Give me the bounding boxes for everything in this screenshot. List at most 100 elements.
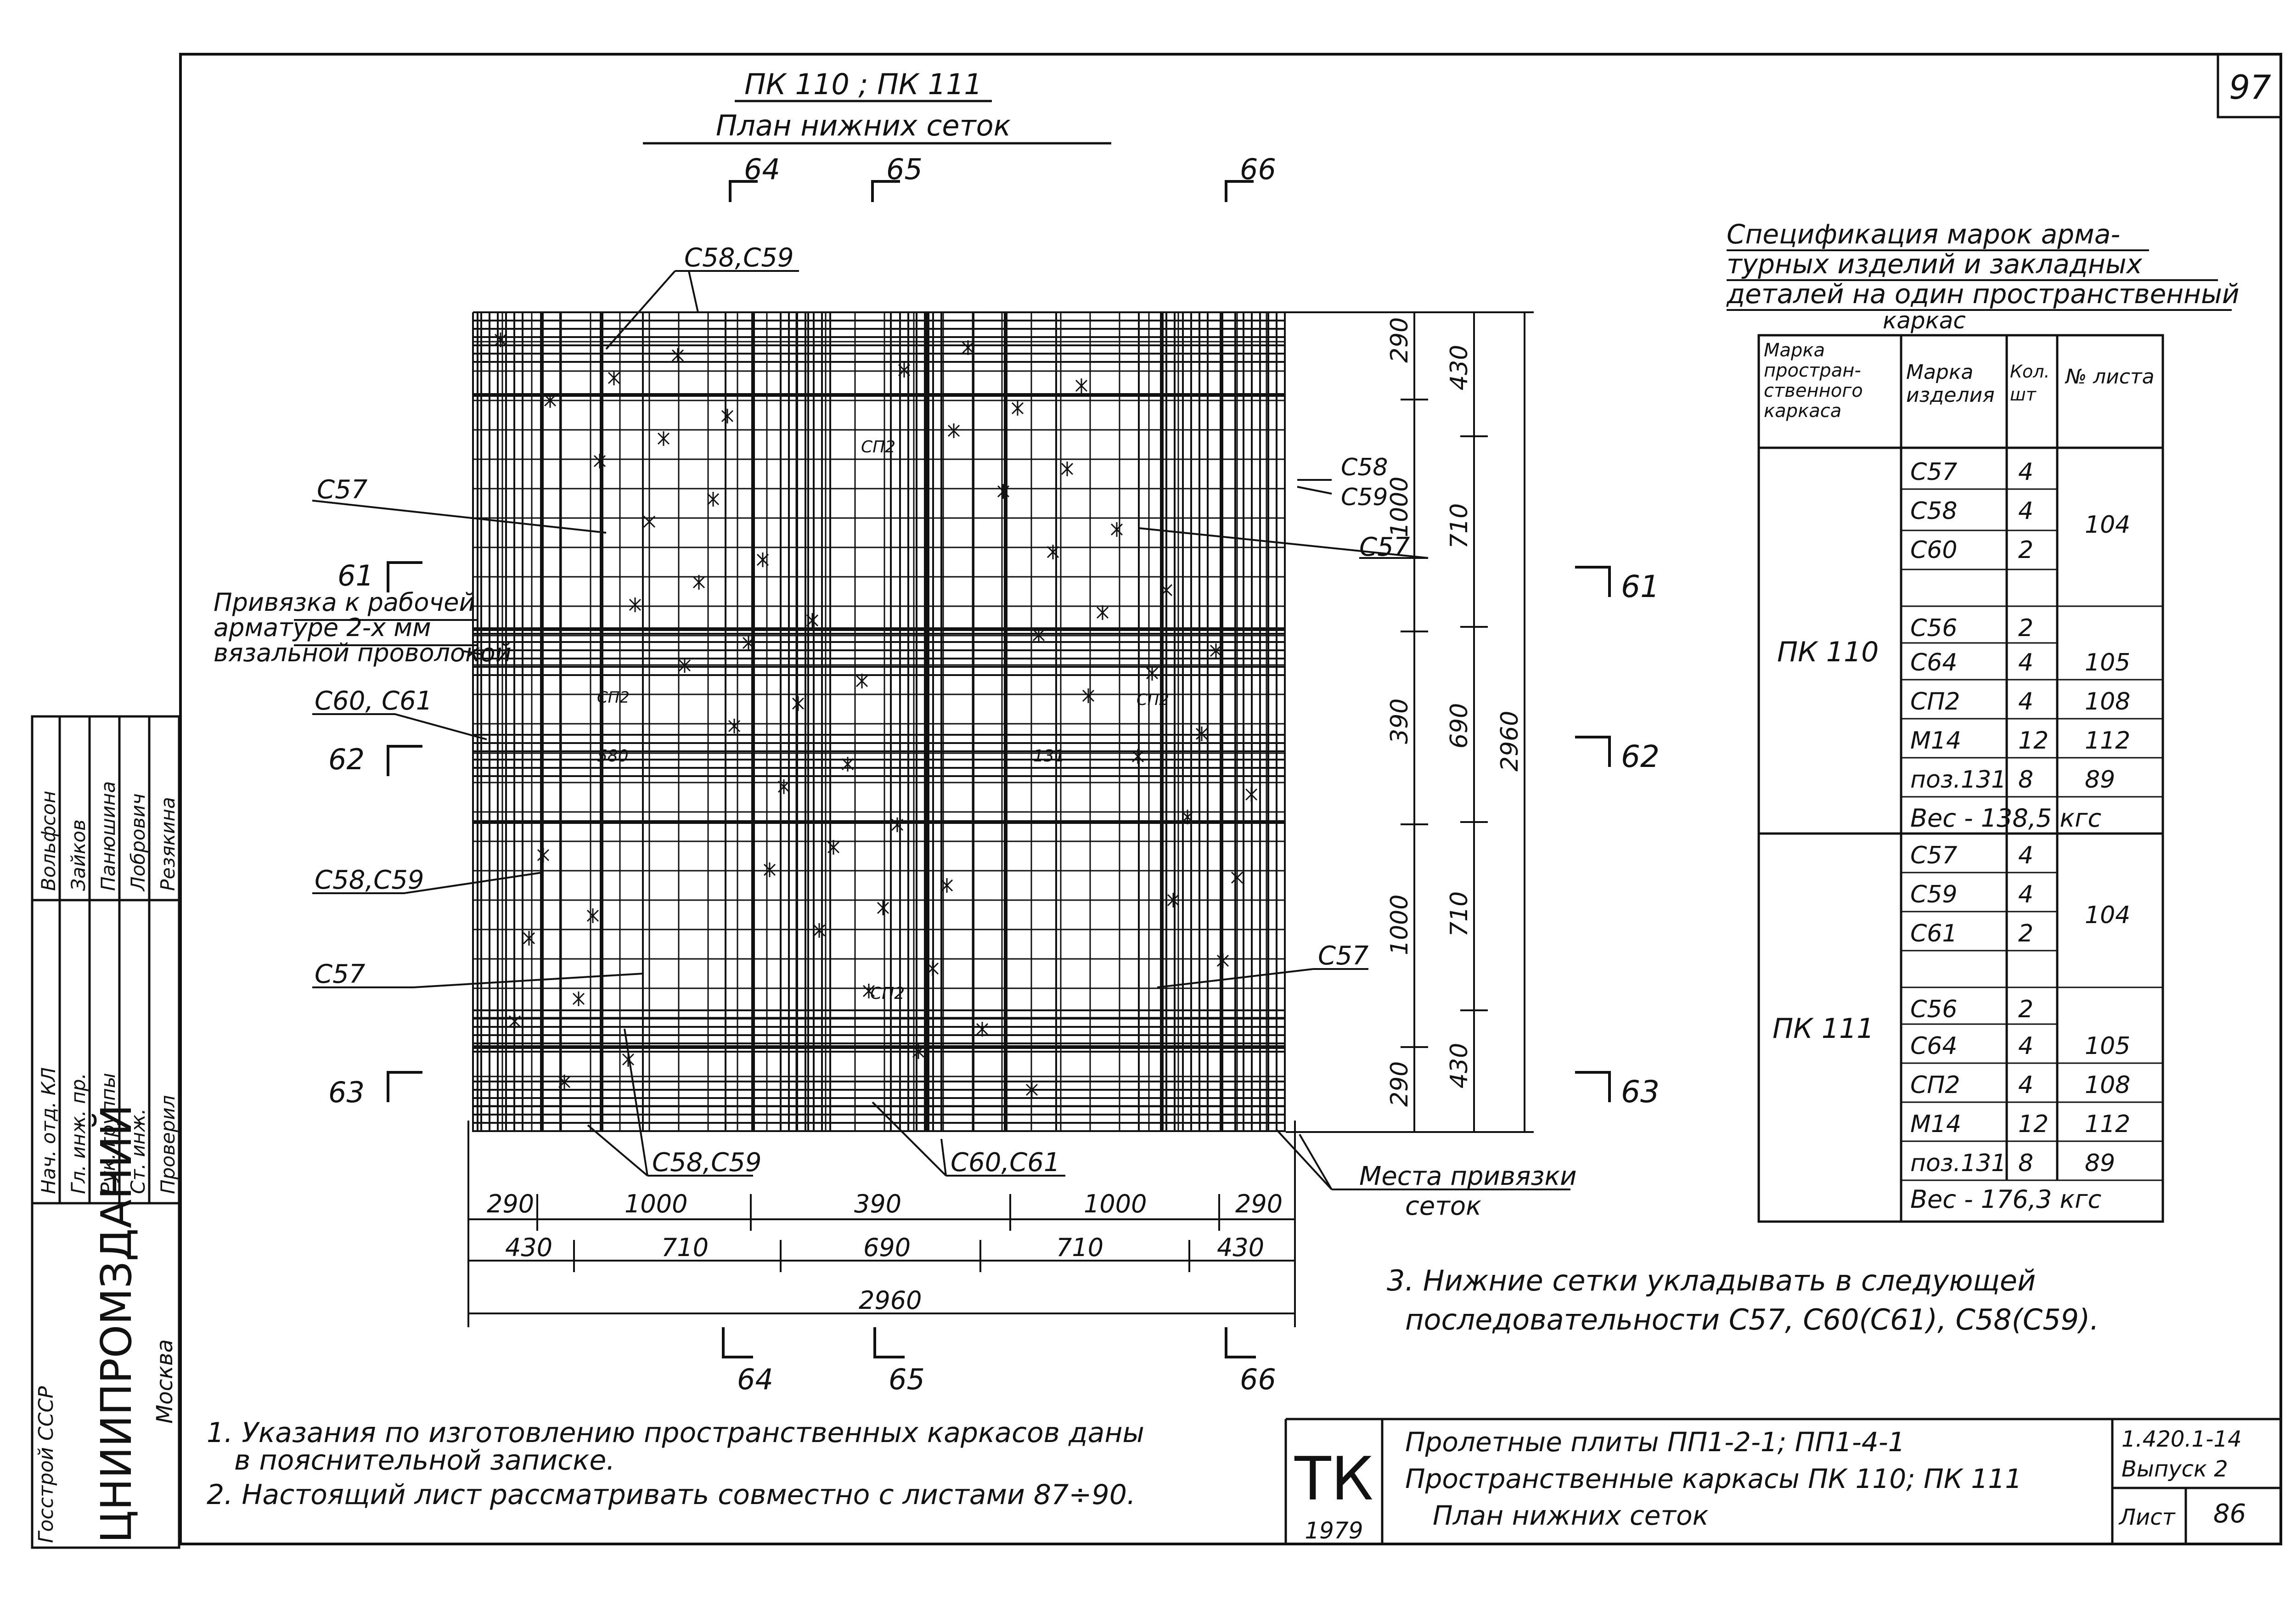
dim-r2-1: 710: [1446, 503, 1473, 549]
drawing-title-2: План нижних сеток: [716, 109, 1011, 142]
stamp-sheet-no: 86: [2213, 1499, 2246, 1529]
dimension-lines-bottom: [467, 1121, 1296, 1327]
spec-group2-item-1: С59: [1910, 881, 1957, 908]
dim-r2-4: 430: [1446, 1043, 1473, 1088]
section-top-65: 65: [886, 152, 923, 186]
dimension-lines-right: [1286, 311, 1534, 1133]
spec-group1-item-4: С64: [1910, 649, 1957, 676]
spec-group1-sheet-4: 89: [2085, 766, 2115, 794]
spec-group1-sheet-1: 105: [2085, 649, 2130, 676]
spec-group1-sheet-2: 108: [2085, 688, 2130, 715]
label-sp2-top: СП2: [861, 438, 895, 456]
tk-mark: ТК: [1294, 1444, 1373, 1514]
dim-total-right: 2960: [1496, 711, 1524, 772]
mesh-plan: [472, 311, 1286, 1132]
sheet-frame: [179, 53, 2282, 1545]
side-stamp: [31, 715, 180, 1549]
dim-b1-3: 1000: [1084, 1189, 1147, 1218]
section-markers-right: [1575, 566, 1611, 1102]
spec-group2-qty-1: 4: [2018, 881, 2033, 908]
tie-note-1: Привязка к рабочей: [214, 588, 475, 617]
spec-group2-qty-4: 4: [2018, 1032, 2033, 1060]
section-markers-top: [729, 180, 1254, 202]
dim-r1-4: 290: [1386, 1061, 1413, 1107]
section-markers-left: [387, 561, 422, 1102]
label-c57-right-top: С57: [1359, 532, 1410, 562]
tie-note-2: арматуре 2-х мм: [214, 613, 431, 642]
spec-group2-weight: Вес - 176,3 кгс: [1910, 1185, 2101, 1214]
label-c58-c59-top: С58,С59: [684, 243, 794, 273]
dim-r1-0: 290: [1386, 317, 1413, 363]
sheet-number-box: 97: [2217, 53, 2282, 118]
spec-group2-item-2: С61: [1910, 920, 1957, 947]
label-c57-right-bottom: С57: [1318, 941, 1369, 971]
leader-lines: [312, 270, 1570, 1190]
spec-header-0: Марка простран-ственного каркаса: [1764, 340, 1863, 422]
section-top-64: 64: [744, 152, 780, 186]
side-name-0: Вольфсон: [37, 791, 60, 891]
spec-group2-item-3: С56: [1910, 996, 1957, 1023]
dim-total-bottom: 2960: [859, 1286, 922, 1315]
label-580: 580: [597, 747, 629, 766]
spec-group2-sheet-2: 108: [2085, 1071, 2130, 1099]
dim-b2-2: 690: [863, 1233, 911, 1262]
dim-b2-0: 430: [505, 1233, 552, 1262]
dim-r1-2: 390: [1386, 699, 1413, 744]
label-c59-right: С59: [1341, 484, 1388, 511]
title-block: [1284, 1418, 2282, 1545]
side-city: Москва: [152, 1339, 178, 1424]
spec-group1-qty-4: 4: [2018, 649, 2033, 676]
label-c57-left-top: С57: [317, 475, 368, 505]
dim-r1-3: 1000: [1386, 895, 1413, 955]
spec-group1-item-6: М14: [1910, 727, 1961, 755]
note1-line2: в пояснительной записке.: [234, 1444, 615, 1476]
spec-group1-qty-3: 2: [2018, 614, 2033, 642]
spec-group2-mark: ПК 111: [1773, 1013, 1874, 1045]
spec-group1-item-5: СП2: [1910, 688, 1960, 715]
label-sp2-bottom: СП2: [870, 984, 905, 1003]
dim-r2-3: 710: [1446, 891, 1473, 937]
stamp-title-1: Пролетные плиты ПП1-2-1; ПП1-4-1: [1405, 1426, 1905, 1458]
tie-note-3: вязальной проволокой: [214, 638, 512, 667]
section-left-63: 63: [328, 1076, 365, 1109]
spec-header-2: Кол. шт: [2010, 361, 2050, 405]
stamp-code: 1.420.1-14: [2122, 1426, 2242, 1452]
section-bottom-66: 66: [1240, 1363, 1276, 1396]
spec-group2-sheet-0: 104: [2085, 901, 2130, 929]
spec-group2-item-5: СП2: [1910, 1071, 1960, 1099]
label-c57-left-bottom: С57: [315, 959, 366, 989]
spec-group1-qty-0: 4: [2018, 458, 2033, 486]
dim-b1-4: 290: [1235, 1189, 1283, 1218]
spec-group1-item-0: С57: [1910, 458, 1957, 486]
spec-group2-qty-7: 8: [2018, 1149, 2033, 1177]
spec-group2-sheet-3: 112: [2085, 1110, 2130, 1138]
spec-group2-sheet-1: 105: [2085, 1032, 2130, 1060]
dims-right-col1: 290 1000 390 1000 290: [1386, 317, 1413, 1107]
label-c58-c59-left: С58,С59: [315, 865, 424, 895]
dim-r2-2: 690: [1446, 703, 1473, 749]
spec-header-3: № листа: [2065, 365, 2155, 389]
note1-line1: 1. Указания по изготовлению пространстве…: [207, 1417, 1144, 1449]
spec-title-1: Спецификация марок арма-: [1727, 219, 2120, 250]
dim-b2-3: 710: [1056, 1233, 1103, 1262]
section-left-62: 62: [328, 743, 365, 776]
spec-group1-item-1: С58: [1910, 497, 1957, 525]
spec-group2-qty-3: 2: [2018, 996, 2033, 1023]
spec-group1-weight: Вес - 138,5 кгс: [1910, 804, 2101, 833]
section-top-66: 66: [1240, 152, 1276, 186]
dim-b2-4: 430: [1217, 1233, 1264, 1262]
section-right-62: 62: [1621, 739, 1660, 774]
section-bottom-65: 65: [889, 1363, 925, 1396]
dim-b1-0: 290: [487, 1189, 534, 1218]
side-name-3: Лобрович: [127, 794, 149, 892]
spec-group2-item-4: С64: [1910, 1032, 1957, 1060]
spec-group2-item-7: поз.131: [1910, 1149, 2006, 1177]
dim-b2-1: 710: [661, 1233, 709, 1262]
spec-group2-item-6: М14: [1910, 1110, 1961, 1138]
spec-group2-qty-6: 12: [2018, 1110, 2048, 1138]
spec-group1-item-2: С60: [1910, 536, 1957, 564]
label-c58-c59-bottom: С58,С59: [652, 1148, 762, 1177]
stamp-title-2: Пространственные каркасы ПК 110; ПК 111: [1405, 1463, 2022, 1494]
spec-title-4: каркас: [1883, 307, 1966, 334]
